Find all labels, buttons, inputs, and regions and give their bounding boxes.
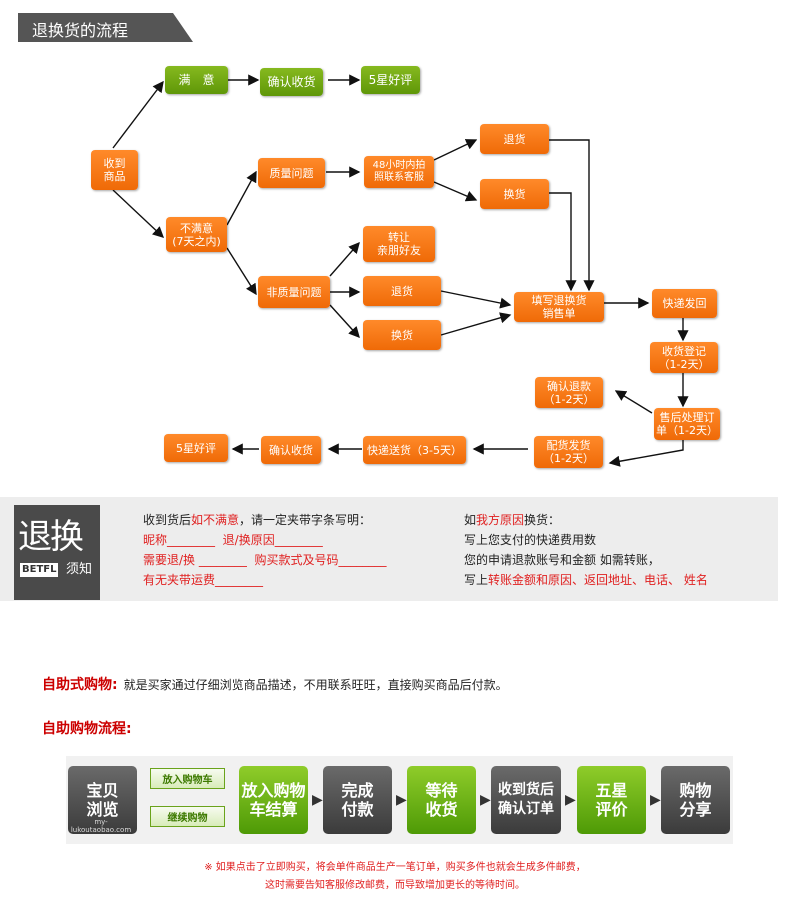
receipt-register-box: 收货登记 （1-2天） [650, 342, 718, 373]
step-wait: 等待 收货 [407, 766, 476, 834]
notice-left-line1: 收到货后如不满意，请一定夹带字条写明： [143, 513, 372, 527]
chevron-right-icon: ▶ [650, 792, 661, 808]
ship-goods-box: 配货发货 （1-2天） [534, 436, 603, 468]
step-confirm-order: 收到货后 确认订单 [491, 766, 561, 834]
notice-left-line3: 需要退/换 ________ 购买款式及号码________ [143, 553, 387, 567]
step-browse: 宝贝 浏览 [68, 766, 137, 834]
after-sales-box: 售后处理订 单（1-2天） [654, 408, 720, 440]
notice-left-line4: 有无夹带运费________ [143, 573, 264, 587]
step-rate: 五星 评价 [577, 766, 646, 834]
chevron-right-icon: ▶ [396, 792, 407, 808]
continue-shopping-label: 继续购物 [150, 806, 225, 827]
flow-arrows [112, 74, 689, 467]
add-to-cart-label: 放入购物车 [150, 768, 225, 789]
self-service-flow-heading: 自助购物流程: [42, 721, 132, 737]
satisfied-box: 满 意 [165, 66, 228, 94]
exchange-top-box: 换货 [480, 179, 549, 209]
notice-left-line2: 昵称________ 退/换原因________ [143, 533, 323, 547]
self-service-heading: 自助式购物:就是买家通过仔细浏览商品描述，不用联系旺旺，直接购买商品后付款。 [42, 677, 508, 693]
notice-right-line4: 写上转账金额和原因、返回地址、电话、 姓名 [464, 573, 708, 587]
exchange-mid-box: 换货 [363, 320, 441, 350]
notice-right-line2: 写上您支付的快递费用数 [464, 533, 597, 547]
return-mid-box: 退货 [363, 276, 441, 306]
step-share: 购物 分享 [661, 766, 730, 834]
chevron-right-icon: ▶ [480, 792, 491, 808]
chevron-right-icon: ▶ [312, 792, 323, 808]
non-quality-issue-box: 非质量问题 [258, 276, 330, 308]
express-delivery-box: 快递送货（3-5天） [363, 436, 466, 464]
express-back-box: 快递发回 [652, 289, 717, 318]
return-notice-badge: 退换 BETFL 须知 [14, 505, 100, 600]
transfer-friends-box: 转让 亲朋好友 [363, 226, 435, 262]
footnote-line2: 这时需要告知客服修改邮费，而导致增加更长的等待时间。 [265, 880, 525, 891]
badge-brand: BETFL [20, 563, 59, 577]
step-browse-url: my-lukoutaobao.com [70, 818, 132, 834]
notice-right-line1: 如我方原因换货： [464, 513, 561, 527]
self-service-description: 就是买家通过仔细浏览商品描述，不用联系旺旺，直接购买商品后付款。 [123, 678, 508, 692]
badge-subtitle: 须知 [66, 562, 93, 577]
step-checkout: 放入购物 车结算 [239, 766, 308, 834]
five-star-top-box: 5星好评 [361, 66, 420, 94]
confirm-refund-box: 确认退款 （1-2天） [535, 377, 603, 408]
five-star-bottom-box: 5星好评 [164, 434, 228, 462]
unsatisfied-box: 不满意 (7天之内) [166, 217, 227, 252]
photo-contact-box: 48小时内拍 照联系客服 [364, 156, 434, 188]
badge-title: 退换 [18, 517, 84, 557]
confirm-receipt-top-box: 确认收货 [260, 68, 323, 96]
chevron-right-icon: ▶ [565, 792, 576, 808]
received-goods-box: 收到 商品 [91, 150, 138, 190]
step-pay: 完成 付款 [323, 766, 392, 834]
section-title: 退换货的流程 [32, 21, 129, 40]
return-notice-band [0, 497, 778, 601]
fill-form-box: 填写退换货 销售单 [514, 292, 604, 322]
return-top-box: 退货 [480, 124, 549, 154]
quality-issue-box: 质量问题 [258, 158, 325, 188]
footnote-line1: ※ 如果点击了立即购买，将会单件商品生产一笔订单，购买多件也就会生成多件邮费， [204, 862, 586, 873]
header-banner-shape [18, 13, 193, 42]
confirm-receipt-bottom-box: 确认收货 [261, 436, 321, 464]
section-header: 退换货的流程 [18, 13, 193, 42]
notice-right-line3: 您的申请退款账号和金额 如需转账， [464, 553, 660, 567]
